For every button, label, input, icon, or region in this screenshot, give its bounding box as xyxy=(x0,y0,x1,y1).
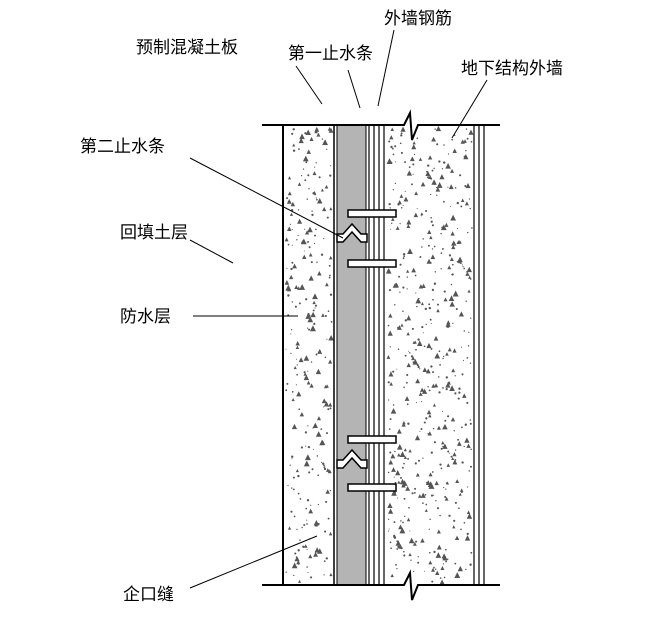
precast-slab-aggregate-texture xyxy=(284,126,334,583)
label-first-waterstop: 第一止水条 xyxy=(288,44,373,64)
second-waterstop-upper xyxy=(336,222,368,243)
label-tongue-groove-joint: 企口缝 xyxy=(123,585,174,605)
label-backfill: 回填土层 xyxy=(120,223,188,243)
label-outer-rebar: 外墙钢筋 xyxy=(384,9,452,29)
top-boundary-with-break xyxy=(262,109,500,141)
label-basement-wall: 地下结构外墙 xyxy=(461,59,563,79)
waterproof-layer-strip xyxy=(336,124,367,586)
leader-tongue-groove-joint xyxy=(189,535,318,589)
leader-precast-slab xyxy=(295,65,323,105)
leader-outer-rebar xyxy=(377,29,395,107)
first-waterstop-bar-upper xyxy=(347,209,397,218)
label-second-waterstop: 第二止水条 xyxy=(80,137,165,157)
first-waterstop-bar-lower-2 xyxy=(347,483,397,492)
second-waterstop-lower xyxy=(336,448,368,469)
basement-wall-aggregate-texture xyxy=(386,125,474,585)
bottom-boundary-with-break xyxy=(262,569,500,601)
first-waterstop-bar-lower xyxy=(347,259,397,268)
first-waterstop-bar-upper-2 xyxy=(347,435,397,444)
leader-basement-wall xyxy=(451,79,488,139)
leader-first-waterstop xyxy=(347,69,361,109)
leader-backfill xyxy=(189,239,234,264)
label-precast-slab: 预制混凝土板 xyxy=(136,38,238,58)
label-waterproof-layer: 防水层 xyxy=(120,307,171,327)
leader-second-waterstop xyxy=(189,157,344,239)
